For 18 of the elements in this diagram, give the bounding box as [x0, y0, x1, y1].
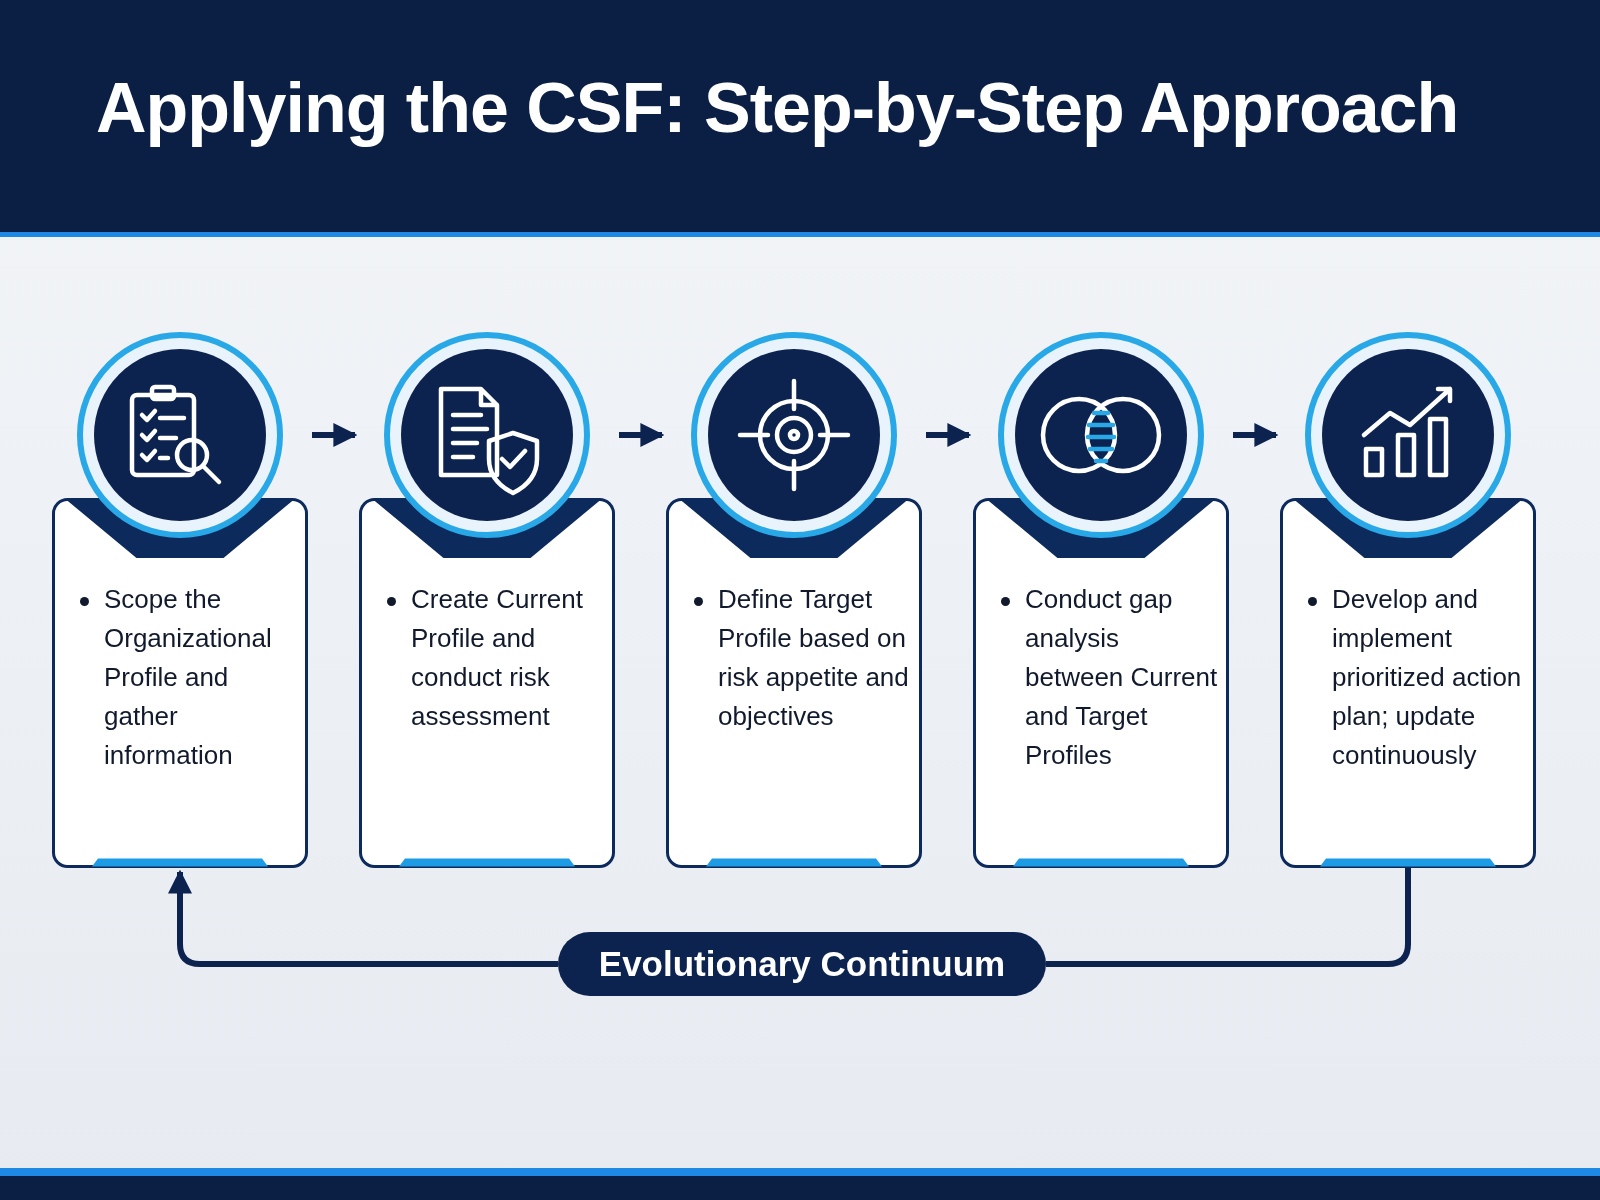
- connector-line: [1046, 868, 1411, 967]
- arrow: [168, 869, 558, 967]
- step-card: [973, 330, 1229, 868]
- step-description: Conduct gap analysis between Current and Target Profiles: [1025, 583, 1219, 772]
- arrow: [1233, 423, 1279, 447]
- step-card: [666, 330, 922, 868]
- step-description: Create Current Profile and conduct risk assessment: [411, 583, 584, 733]
- step-description: Define Target Profile based on risk appetite and objectives: [718, 583, 910, 733]
- pill-label: Evolutionary Continuum: [598, 944, 1006, 984]
- title: Applying the CSF: Step-by-Step Approach: [96, 68, 1459, 148]
- step-card: [359, 330, 615, 868]
- arrow: [619, 423, 665, 447]
- step-description: Scope the Organizational Profile and gather information: [104, 583, 273, 772]
- step-description: Develop and implement prioritized action plan; update continuously: [1332, 583, 1523, 772]
- arrow: [312, 423, 358, 447]
- step-card: [52, 330, 308, 868]
- arrow: [926, 423, 972, 447]
- step-card: [1280, 330, 1536, 868]
